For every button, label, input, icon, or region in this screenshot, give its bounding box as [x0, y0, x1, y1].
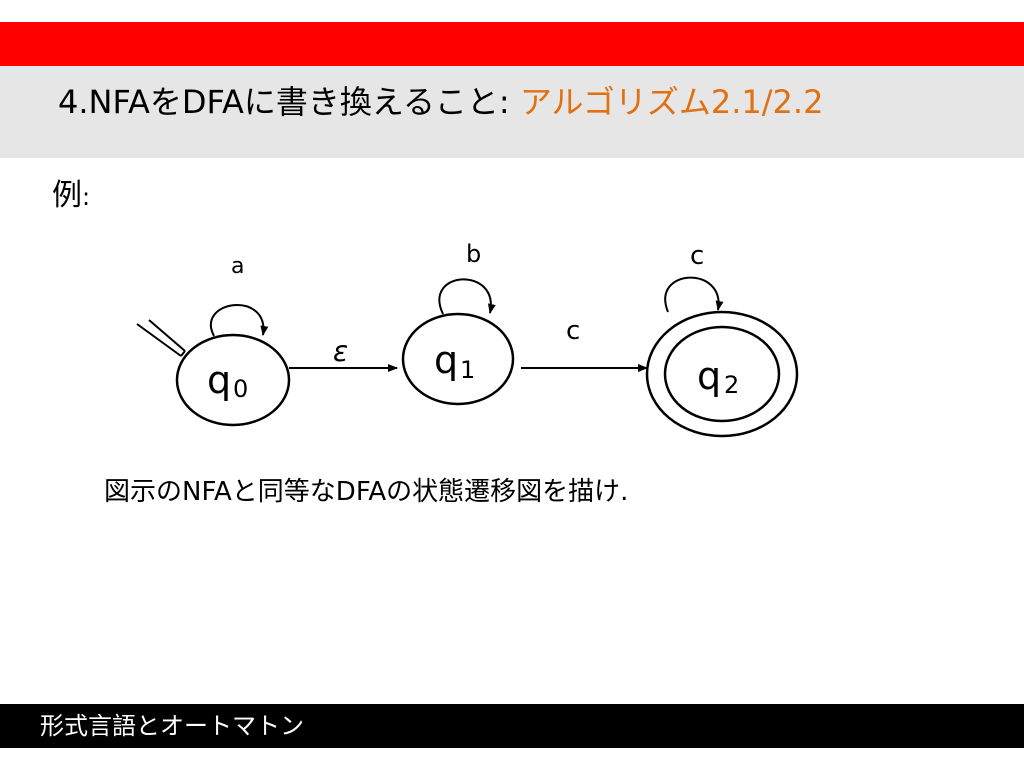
title-accent: アルゴリズム — [519, 83, 711, 121]
state-q1-label: q — [434, 338, 458, 382]
footer-title: 形式言語とオートマトン — [40, 712, 304, 740]
self-loop-q1: b — [438, 240, 496, 315]
title-band — [0, 66, 1024, 158]
self-loop-q1-symbol: b — [466, 240, 481, 268]
start-arrow — [136, 319, 186, 357]
instruction-caption: 図示のNFAと同等なDFAの状態遷移図を描け. — [104, 477, 629, 507]
self-loop-q2-symbol: c — [690, 241, 704, 271]
transition-q0-q1-symbol: ε — [333, 335, 348, 368]
state-q2-sub: 2 — [724, 371, 739, 399]
example-heading: 例: — [52, 176, 90, 217]
footer-bar — [0, 704, 1024, 748]
transition-q0-q1: ε — [289, 335, 398, 372]
example-label: 例 — [52, 178, 82, 213]
self-loop-q2: c — [664, 241, 724, 313]
state-q1: q 1 — [401, 312, 515, 406]
title-main: 4.NFAをDFAに書き換えること: — [58, 83, 520, 121]
example-colon: : — [82, 183, 91, 211]
self-loop-q0-symbol: a — [231, 254, 244, 279]
title-version: 2.1/2.2 — [710, 83, 824, 121]
state-q2: q 2 — [645, 310, 799, 438]
transition-q1-q2: c — [521, 316, 648, 372]
state-q0-sub: 0 — [233, 375, 248, 403]
header-red-bar — [0, 22, 1024, 66]
self-loop-q0: a — [210, 254, 269, 337]
state-q1-sub: 1 — [460, 356, 475, 384]
state-q0-label: q — [207, 358, 231, 402]
state-q2-label: q — [697, 354, 721, 398]
state-q0: q 0 — [175, 333, 291, 427]
transition-q1-q2-symbol: c — [566, 316, 580, 346]
slide-title: 4.NFAをDFAに書き換えること: アルゴリズム2.1/2.2 — [58, 82, 823, 122]
